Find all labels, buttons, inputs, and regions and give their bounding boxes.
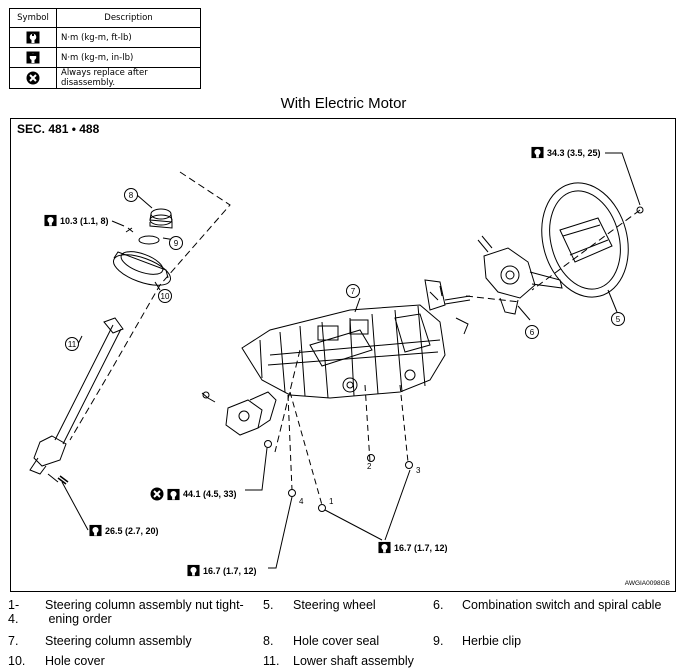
part-name: Combination switch and spiral cable <box>462 598 662 612</box>
torque-wrench-icon <box>167 488 180 500</box>
torque-wrench-icon <box>44 214 57 227</box>
replace-x-icon <box>26 71 40 85</box>
torque-value: 16.7 (1.7, 12) <box>203 565 257 576</box>
part-number: 1-4. <box>8 598 20 626</box>
torque-wrench-icon <box>378 541 391 554</box>
part-number: 8. <box>263 634 274 648</box>
torque-wrench-inlb-icon <box>26 51 40 64</box>
torque-callout-steering-wheel: 34.3 (3.5, 25) <box>531 146 601 159</box>
legend-symbol-cell <box>9 67 57 89</box>
torque-value: 26.5 (2.7, 20) <box>105 525 159 536</box>
part-number: 9. <box>433 634 444 648</box>
torque-wrench-icon <box>26 31 40 44</box>
callout-7: 7 <box>346 284 360 298</box>
callout-8: 8 <box>124 188 138 202</box>
torque-value: 10.3 (1.1, 8) <box>60 215 109 226</box>
torque-value: 16.7 (1.7, 12) <box>394 542 448 553</box>
part-number: 6. <box>433 598 444 612</box>
torque-callout-lower-joint: 44.1 (4.5, 33) <box>150 487 237 501</box>
torque-wrench-icon <box>89 524 102 537</box>
torque-wrench-icon <box>187 564 200 577</box>
part-name: Herbie clip <box>462 634 522 648</box>
part-number: 7. <box>8 634 19 648</box>
callout-4: 4 <box>299 497 304 506</box>
symbol-legend-table: Symbol Description N·m (kg-m, ft-lb) N·m… <box>9 8 201 89</box>
torque-callout-lower-shaft: 26.5 (2.7, 20) <box>89 524 159 537</box>
diagram-frame <box>10 118 676 592</box>
replace-x-icon <box>150 487 164 501</box>
callout-9: 9 <box>169 236 183 250</box>
legend-symbol-cell <box>9 27 57 48</box>
torque-value: 44.1 (4.5, 33) <box>183 489 237 499</box>
torque-callout-column-nuts: 16.7 (1.7, 12) <box>378 541 448 554</box>
part-name: Steering column assembly nut tight- enin… <box>45 598 244 626</box>
section-label: SEC. 481 • 488 <box>17 122 100 136</box>
part-name: Steering wheel <box>293 598 376 612</box>
torque-wrench-icon <box>531 146 544 159</box>
callout-11: 11 <box>65 337 79 351</box>
callout-2: 2 <box>367 462 372 471</box>
callout-6: 6 <box>525 325 539 339</box>
diagram-title: With Electric Motor <box>280 95 407 112</box>
figure-code: AWGIA0098GB <box>624 580 670 587</box>
callout-5: 5 <box>611 312 625 326</box>
torque-callout-hole-cover: 10.3 (1.1, 8) <box>44 214 109 227</box>
part-number: 11. <box>263 654 280 668</box>
part-name: Hole cover seal <box>293 634 380 648</box>
part-number: 5. <box>263 598 274 612</box>
torque-value: 34.3 (3.5, 25) <box>547 147 601 158</box>
torque-callout-column-nut-4: 16.7 (1.7, 12) <box>187 564 257 577</box>
callout-1: 1 <box>329 497 334 506</box>
part-name: Hole cover <box>45 654 105 668</box>
callout-3: 3 <box>416 466 421 475</box>
legend-description: Always replace after disassembly. <box>56 67 201 89</box>
part-name: Steering column assembly <box>45 634 192 648</box>
callout-10: 10 <box>158 289 172 303</box>
part-number: 10. <box>8 654 26 668</box>
part-name: Lower shaft assembly <box>293 654 414 668</box>
